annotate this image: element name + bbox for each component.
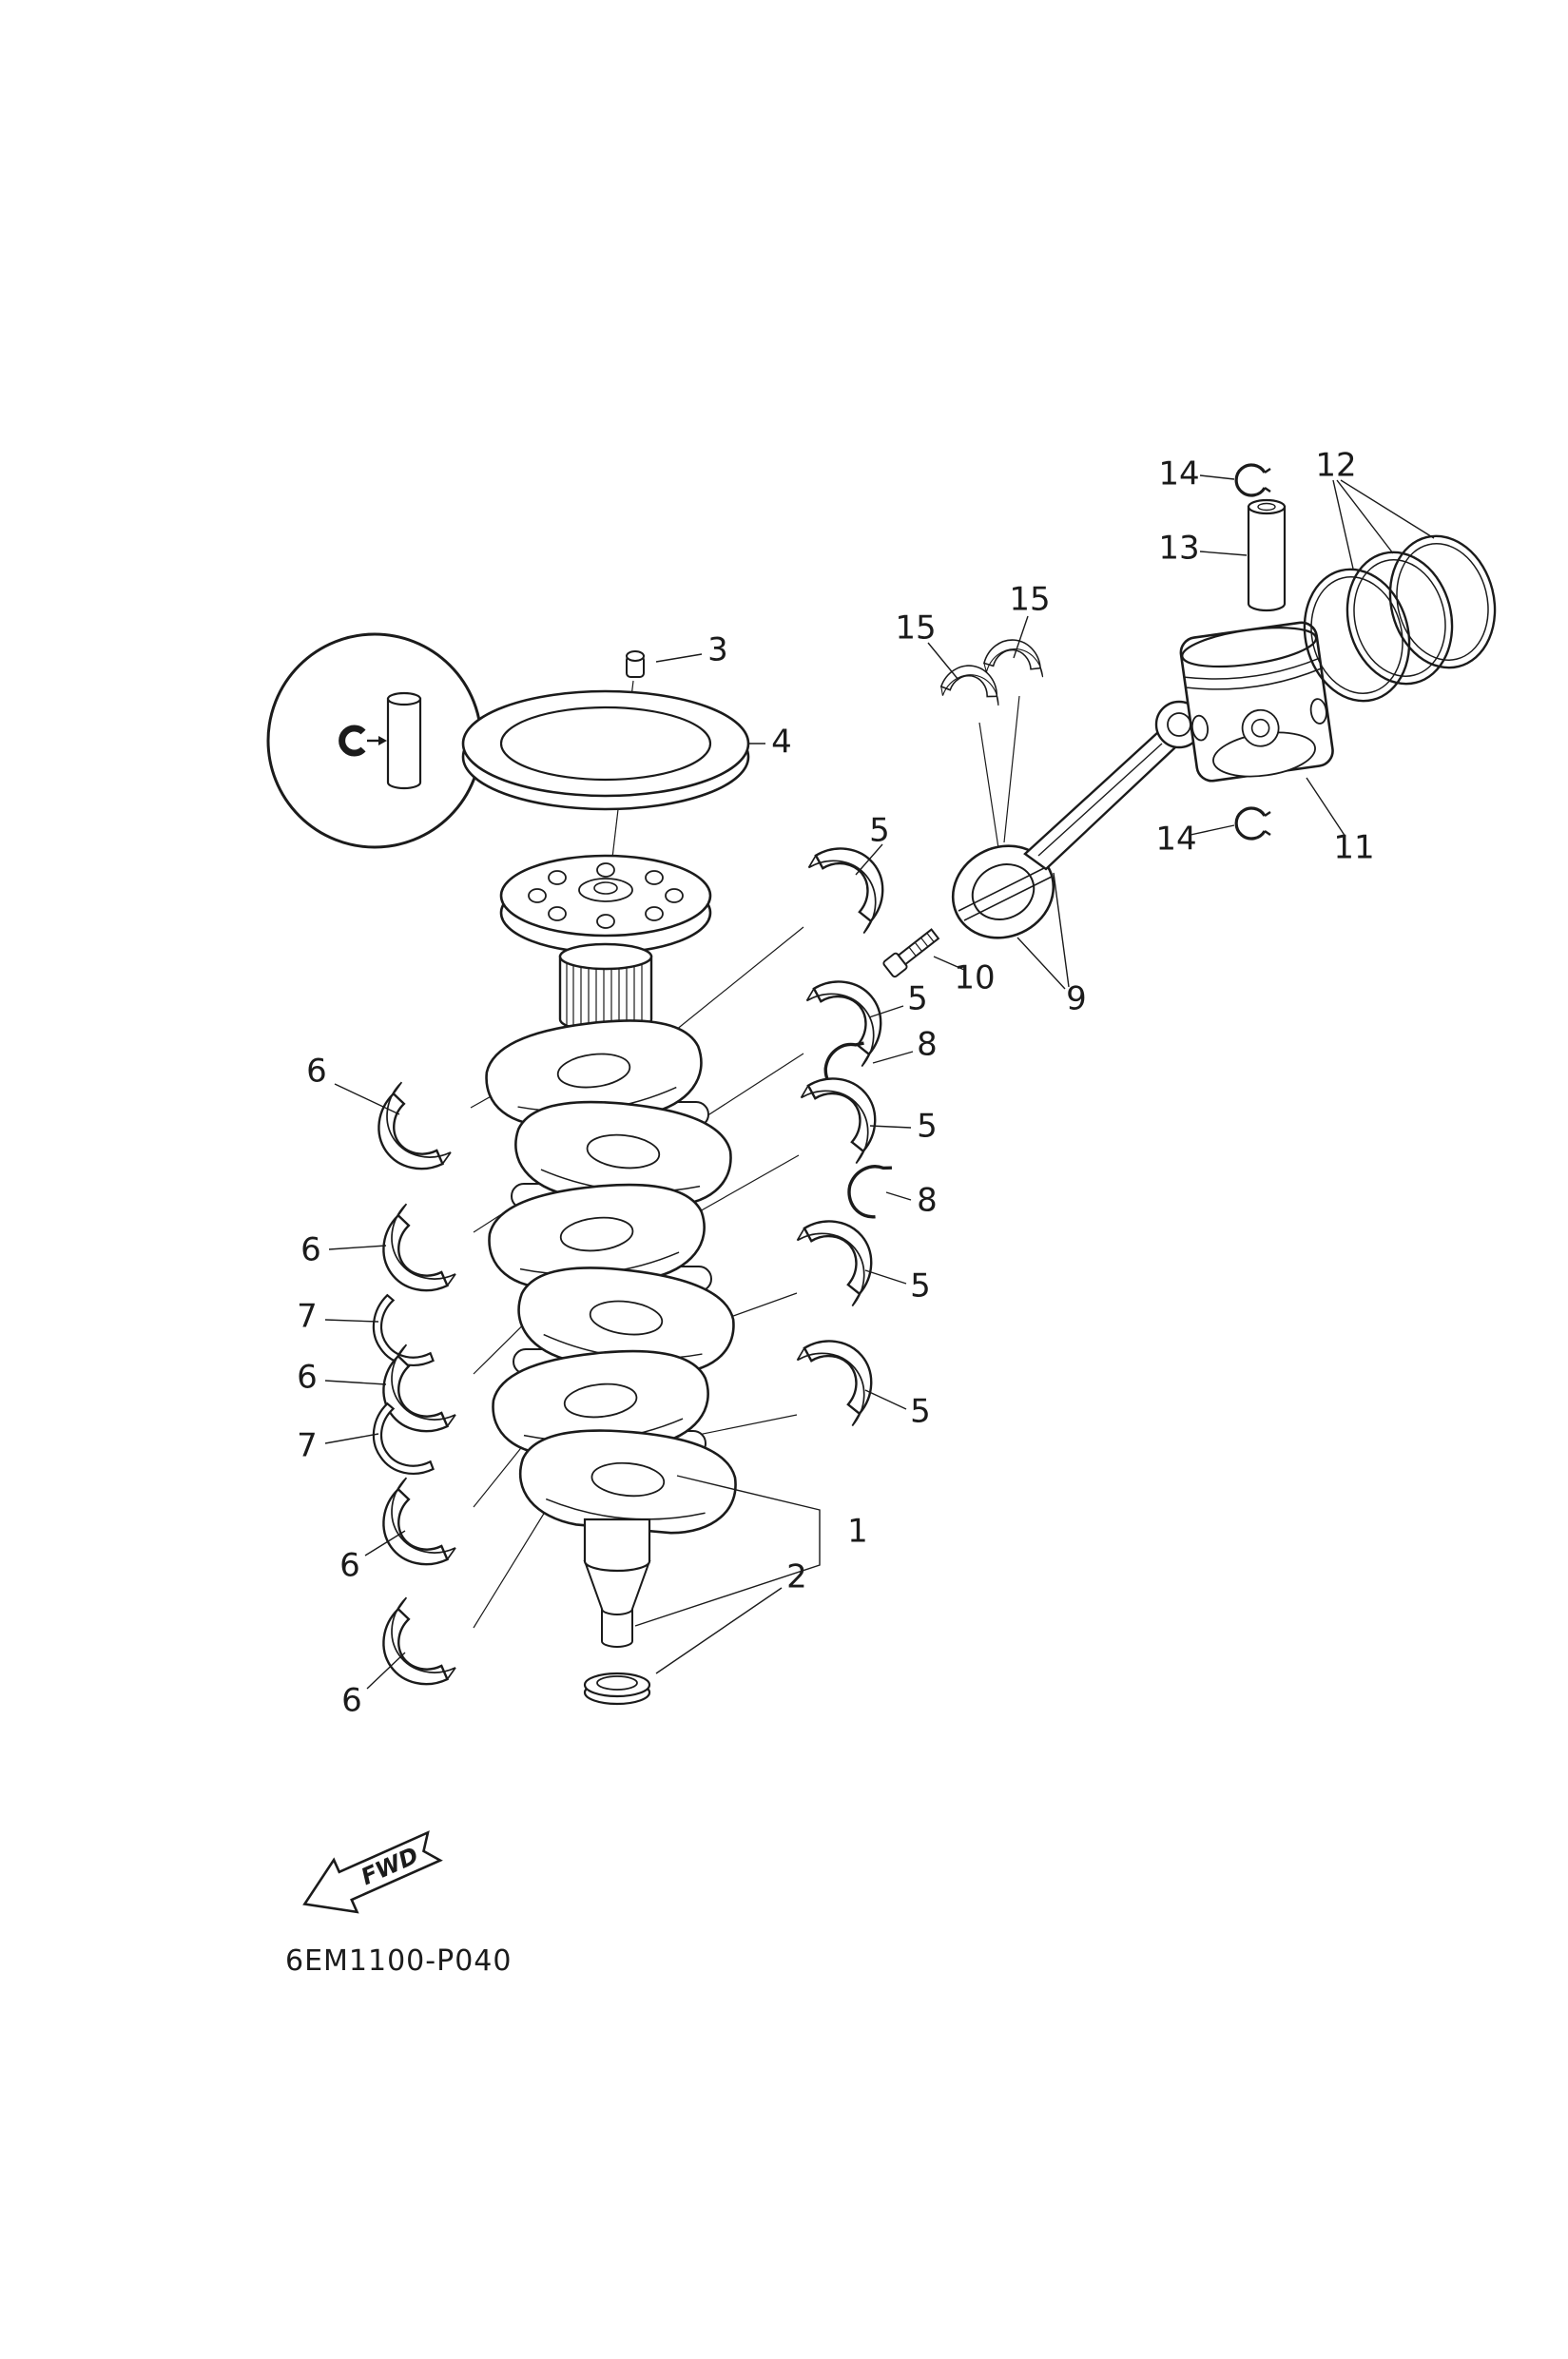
callout-12: 12 (1315, 447, 1356, 485)
callout-15-a: 15 (895, 609, 936, 648)
callout-8-a: 8 (917, 1026, 938, 1064)
bolt-part-3 (626, 650, 645, 678)
callout-5-d: 5 (910, 1267, 931, 1305)
bearing-shell-6 (362, 1202, 460, 1309)
fwd-arrow-icon: FWD (302, 1830, 443, 1914)
callout-9: 9 (1066, 980, 1087, 1018)
bearing-shell-5 (793, 1202, 894, 1307)
callout-6-e: 6 (341, 1682, 362, 1720)
callout-14-a: 14 (1158, 455, 1199, 493)
callout-8-b: 8 (917, 1182, 938, 1220)
callout-5-c: 5 (917, 1108, 938, 1146)
callout-7-a: 7 (297, 1298, 318, 1336)
bearing-shell-5 (803, 962, 903, 1068)
callout-4: 4 (771, 724, 792, 762)
callout-7-b: 7 (297, 1427, 318, 1465)
detail-pin-illustration (339, 691, 422, 790)
callout-15-b: 15 (1009, 581, 1050, 619)
rod-bolt-10 (882, 928, 940, 978)
crankshaft (479, 854, 742, 1648)
callout-6-c: 6 (297, 1359, 318, 1397)
bearing-clip-8 (839, 1152, 900, 1222)
callout-14-b: 14 (1155, 821, 1196, 859)
piston-pin-13 (1247, 498, 1287, 612)
main-bearing-shells-right (793, 829, 905, 1427)
spline-section (558, 942, 653, 1034)
bearing-shell-6 (358, 1080, 455, 1188)
bearing-shell-5 (797, 1059, 898, 1165)
main-bearing-shells-left (357, 1080, 460, 1703)
callout-6-d: 6 (339, 1547, 360, 1585)
leader-lines (324, 474, 1435, 1690)
bearing-shell-6 (362, 1476, 460, 1583)
callout-5-e: 5 (910, 1393, 931, 1431)
piston-circlip-14-bottom (1234, 806, 1272, 841)
detail-view-circle (266, 632, 563, 849)
callout-5-b: 5 (907, 980, 928, 1018)
callout-13: 13 (1158, 530, 1199, 568)
callout-1: 1 (847, 1513, 868, 1551)
callout-6-b: 6 (300, 1231, 321, 1269)
callout-6-a: 6 (306, 1053, 327, 1091)
callout-10: 10 (954, 959, 995, 997)
callout-2: 2 (786, 1558, 807, 1596)
callout-3: 3 (707, 631, 728, 669)
crank-lower-end (583, 1518, 651, 1648)
callout-5-a: 5 (869, 812, 890, 850)
lower-ring-part-2 (583, 1672, 651, 1706)
callout-11: 11 (1333, 829, 1374, 867)
piston-circlip-14-top (1234, 463, 1272, 497)
washer-part-4 (461, 689, 750, 811)
flange-bolt-holes (528, 862, 684, 929)
drawing-code: 6EM1100-P040 (285, 1944, 512, 1978)
piston (1179, 621, 1334, 783)
bearing-shell-6 (362, 1595, 460, 1703)
bearing-shell-5 (793, 1322, 894, 1427)
pin-clip-icon (339, 725, 366, 757)
rod-bearing-shells-15 (939, 636, 1047, 706)
